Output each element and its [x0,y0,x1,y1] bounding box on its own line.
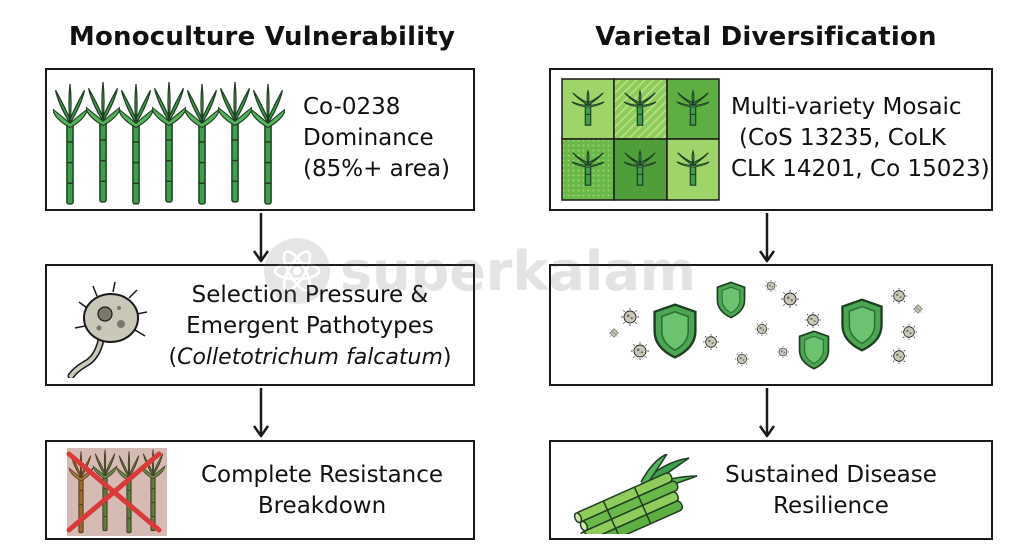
resistance-breakdown-box: Complete Resistance Breakdown [45,440,475,540]
variety-mosaic-box: Multi-variety Mosaic (CoS 13235, CoLK CL… [549,68,993,211]
pathogen-name: Colletotrichum falcatum [177,345,443,370]
text-line: CLK 14201, Co 15023) [731,156,990,182]
pathogen-spore-icon [67,281,148,378]
selection-pressure-box: Selection Pressure & Emergent Pathotypes… [45,264,475,386]
monoculture-dominance-box: Co-0238 Dominance (85%+ area) [45,68,475,211]
disease-resilience-text: Sustained Disease Resilience [711,460,951,522]
text-line: (85%+ area) [303,156,450,182]
text-line: Multi-variety Mosaic [731,94,962,120]
pathogen-name-line: (Colletotrichum falcatum) [168,345,452,370]
down-arrow-icon [758,213,776,263]
down-arrow-icon [758,388,776,438]
sugarcane-row-icon [53,81,285,205]
right-column-title: Varietal Diversification [595,22,937,52]
down-arrow-icon [252,388,270,438]
monoculture-text: Co-0238 Dominance (85%+ area) [303,92,450,185]
selection-pressure-text: Selection Pressure & Emergent Pathotypes… [165,280,455,373]
left-column-title: Monoculture Vulnerability [68,22,456,52]
text-line: Selection Pressure & [191,282,429,308]
shields-pathogens-box [549,264,993,386]
variety-mosaic-icon [561,78,720,201]
text-line: Breakdown [257,493,387,519]
text-line: (CoS 13235, CoLK [739,125,946,151]
text-line: Sustained Disease [725,462,937,488]
sugarcane-bundle-icon [573,454,698,534]
text-line: Resilience [773,493,889,519]
text-line: Dominance [303,125,434,151]
resistance-breakdown-text: Complete Resistance Breakdown [182,460,462,522]
text-line: Co-0238 [303,94,401,120]
shields-and-pathogens-icon [609,280,923,370]
down-arrow-icon [252,213,270,263]
text-line: Complete Resistance [200,462,444,488]
text-line: Emergent Pathotypes [186,313,434,339]
crossed-sugarcane-icon [66,448,167,536]
variety-mosaic-text: Multi-variety Mosaic (CoS 13235, CoLK CL… [731,92,990,185]
disease-resilience-box: Sustained Disease Resilience [549,440,993,540]
